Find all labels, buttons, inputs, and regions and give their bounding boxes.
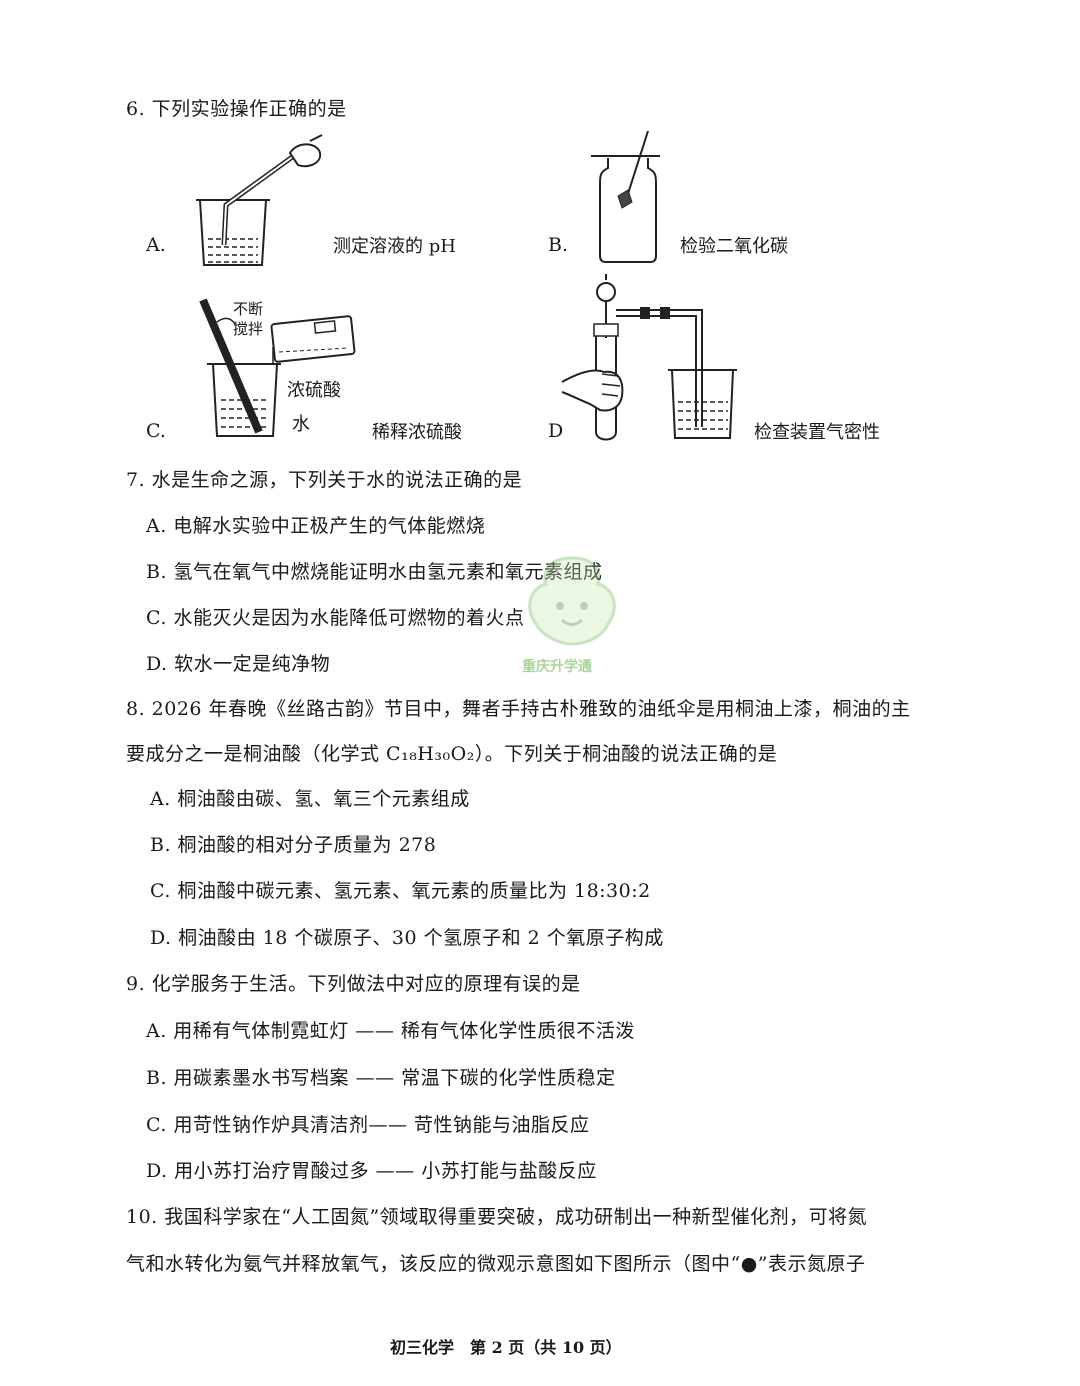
- q7-option-a: A. 电解水实验中正极产生的气体能燃烧: [146, 515, 486, 537]
- q9-option-b: B. 用碳素墨水书写档案 —— 常温下碳的化学性质稳定: [146, 1067, 616, 1089]
- q8-stem-line-1: 8. 2026 年春晚《丝路古韵》节目中，舞者手持古朴雅致的油纸伞是用桐油上漆，…: [126, 698, 911, 720]
- q9-option-c: C. 用苛性钠作炉具清洁剂—— 苛性钠能与油脂反应: [146, 1114, 590, 1136]
- q7-option-b: B. 氢气在氧气中燃烧能证明水由氢元素和氧元素组成: [146, 561, 603, 583]
- q7-option-c: C. 水能灭火是因为水能降低可燃物的着火点: [146, 607, 525, 629]
- fig-c-water-label: 水: [292, 414, 310, 435]
- q6-option-d-label: D: [548, 420, 564, 442]
- q6-option-b-caption: 检验二氧化碳: [680, 236, 788, 257]
- q8-option-c: C. 桐油酸中碳元素、氢元素、氧元素的质量比为 18:30:2: [150, 880, 651, 902]
- q6-stem: 6. 下列实验操作正确的是: [126, 98, 347, 120]
- figure-b-co2-test: [591, 130, 660, 263]
- q8-option-b: B. 桐油酸的相对分子质量为 278: [150, 834, 437, 856]
- figure-a-ph-test: [196, 134, 323, 266]
- watermark-text: 重庆升学通: [522, 659, 592, 675]
- figure-c-dilute-acid: [199, 298, 356, 437]
- fig-c-stir-label-2: 搅拌: [233, 320, 264, 338]
- q8-option-d: D. 桐油酸由 18 个碳原子、30 个氢原子和 2 个氧原子构成: [150, 927, 664, 949]
- page-footer: 初三化学 第 2 页（共 10 页）: [390, 1338, 622, 1357]
- q8-option-a: A. 桐油酸由碳、氢、氧三个元素组成: [150, 788, 470, 810]
- watermark-logo: [528, 556, 616, 646]
- q6-option-d-caption: 检查装置气密性: [754, 422, 880, 443]
- fig-c-acid-label: 浓硫酸: [287, 380, 341, 401]
- q8-stem-line-2: 要成分之一是桐油酸（化学式 C₁₈H₃₀O₂）。下列关于桐油酸的说法正确的是: [126, 743, 778, 765]
- q6-option-a-caption: 测定溶液的 pH: [333, 236, 456, 257]
- q7-stem: 7. 水是生命之源，下列关于水的说法正确的是: [126, 469, 523, 491]
- q6-option-a-label: A.: [146, 234, 166, 256]
- q10-stem-line-1: 10. 我国科学家在“人工固氮”领域取得重要突破，成功研制出一种新型催化剂，可将…: [126, 1206, 868, 1228]
- q6-option-c-caption: 稀释浓硫酸: [372, 422, 462, 443]
- q9-stem: 9. 化学服务于生活。下列做法中对应的原理有误的是: [126, 973, 581, 995]
- q9-option-d: D. 用小苏打治疗胃酸过多 —— 小苏打能与盐酸反应: [146, 1160, 597, 1182]
- figure-d-airtight-check: [561, 274, 737, 441]
- q10-stem-line-2: 气和水转化为氨气并释放氧气，该反应的微观示意图如下图所示（图中“●”表示氮原子: [126, 1253, 866, 1275]
- q6-option-c-label: C.: [146, 420, 166, 442]
- q6-option-b-label: B.: [548, 234, 569, 256]
- fig-c-stir-label-1: 不断: [233, 300, 264, 318]
- q7-option-d: D. 软水一定是纯净物: [146, 653, 331, 675]
- q9-option-a: A. 用稀有气体制霓虹灯 —— 稀有气体化学性质很不活泼: [146, 1020, 635, 1042]
